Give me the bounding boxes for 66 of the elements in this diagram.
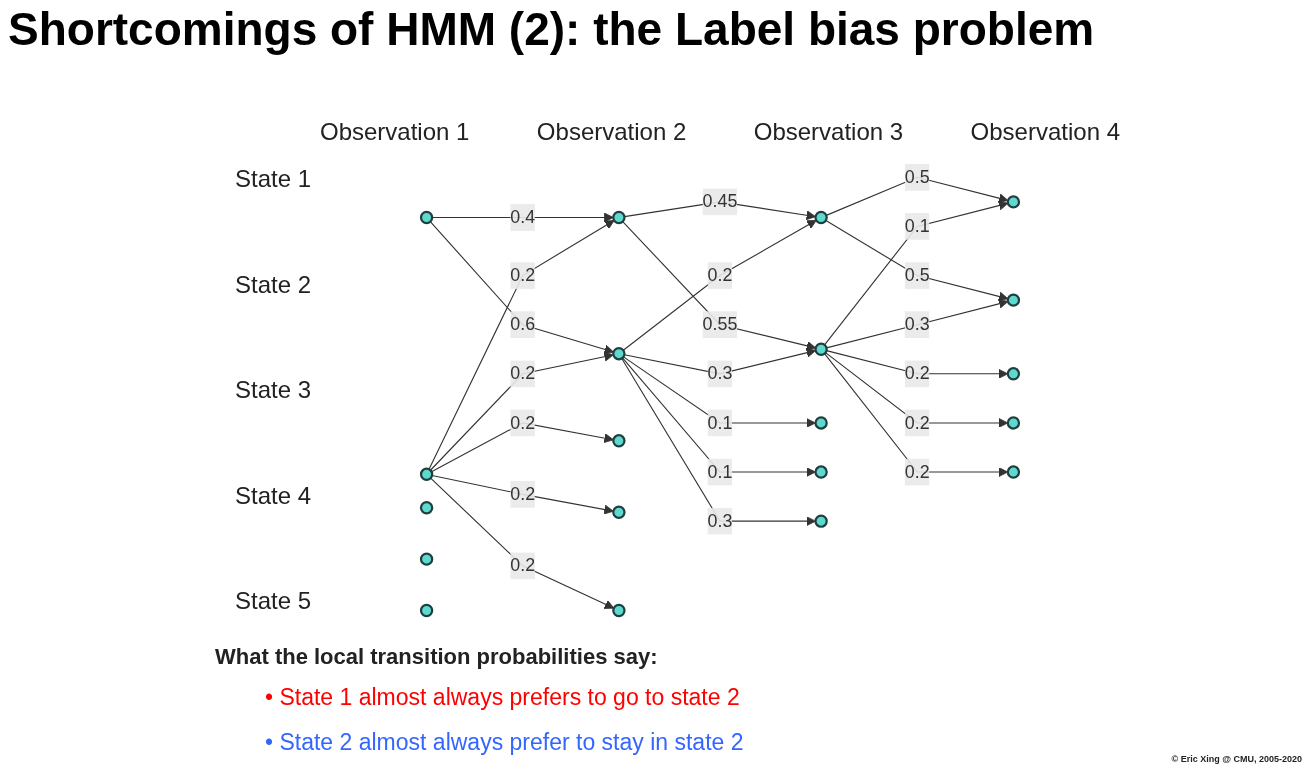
column-header: Observation 1 [320, 118, 470, 146]
edge-label: 0.1 [904, 216, 930, 236]
node-circle [814, 342, 828, 356]
edge-label: 0.4 [510, 207, 536, 227]
node-circle [814, 465, 828, 479]
arrow [824, 353, 1009, 477]
node-circle [419, 501, 434, 515]
edge-label: 0.2 [510, 555, 536, 575]
edge-label: 0.6 [510, 314, 536, 334]
column-header: Observation 3 [753, 118, 904, 146]
edge-label: 0.2 [510, 265, 536, 285]
node-circle [1006, 465, 1021, 479]
edge-label: 0.2 [904, 363, 930, 383]
arrow [428, 219, 615, 470]
arrow [622, 356, 816, 428]
node-circle [419, 467, 434, 481]
slide-title: Shortcomings of HMM (2): the Label bias problem [8, 2, 1095, 56]
notes-heading: What the local transition probabilities say: [215, 644, 659, 670]
node-circle [814, 416, 828, 430]
edge-label: 0.5 [904, 265, 930, 285]
edge-label: 0.3 [707, 511, 733, 531]
edge-label: 0.1 [707, 412, 733, 432]
node-circle [814, 210, 828, 225]
node-circle [814, 514, 828, 528]
bullet-point: • State 1 almost always prefers to go to state 2 [265, 684, 741, 711]
node-circle [1006, 416, 1021, 430]
node-circle [419, 210, 434, 225]
copyright-note: © Eric Xing @ CMU, 2005-2020 [1171, 754, 1302, 764]
arrow [825, 219, 1009, 302]
column-header: Observation 2 [536, 118, 687, 146]
row-label: State 2 [235, 270, 312, 299]
edge-label: 0.55 [702, 314, 738, 334]
row-label: State 1 [235, 165, 312, 193]
node-circle [1006, 195, 1021, 209]
column-header: Observation 4 [970, 118, 1120, 146]
edge-label: 0.2 [904, 462, 930, 481]
node-circle [1006, 367, 1021, 381]
edge-label: 0.2 [904, 412, 930, 432]
arrow [431, 474, 614, 515]
node-circle [419, 603, 434, 618]
arrow [429, 221, 614, 355]
edge-label: 0.2 [510, 363, 536, 383]
row-label: State 5 [235, 587, 312, 615]
edge-label: 0.5 [904, 167, 930, 187]
edge-label: 0.2 [510, 412, 536, 432]
node-circle [612, 210, 626, 225]
node-circle [612, 505, 626, 519]
edge-label: 0.3 [707, 363, 733, 383]
node-circle [612, 347, 626, 361]
node-circle [612, 434, 626, 448]
edge-label: 0.1 [707, 462, 733, 481]
arrow [430, 477, 615, 609]
row-label: State 3 [235, 376, 312, 404]
edge-label: 0.2 [707, 265, 733, 285]
edge-label: 0.45 [702, 191, 738, 211]
arrow [825, 298, 1009, 349]
arrow [621, 357, 816, 477]
arrow [824, 200, 1009, 346]
edge-label: 0.2 [510, 484, 536, 504]
node-circle [612, 603, 626, 618]
node-circle [419, 552, 434, 566]
row-label: State 4 [235, 481, 312, 510]
arrow [621, 357, 816, 527]
node-circle [1006, 293, 1021, 307]
bullet-point: • State 2 almost always prefer to stay in state 2 [265, 729, 744, 756]
edge-label: 0.3 [904, 314, 930, 334]
